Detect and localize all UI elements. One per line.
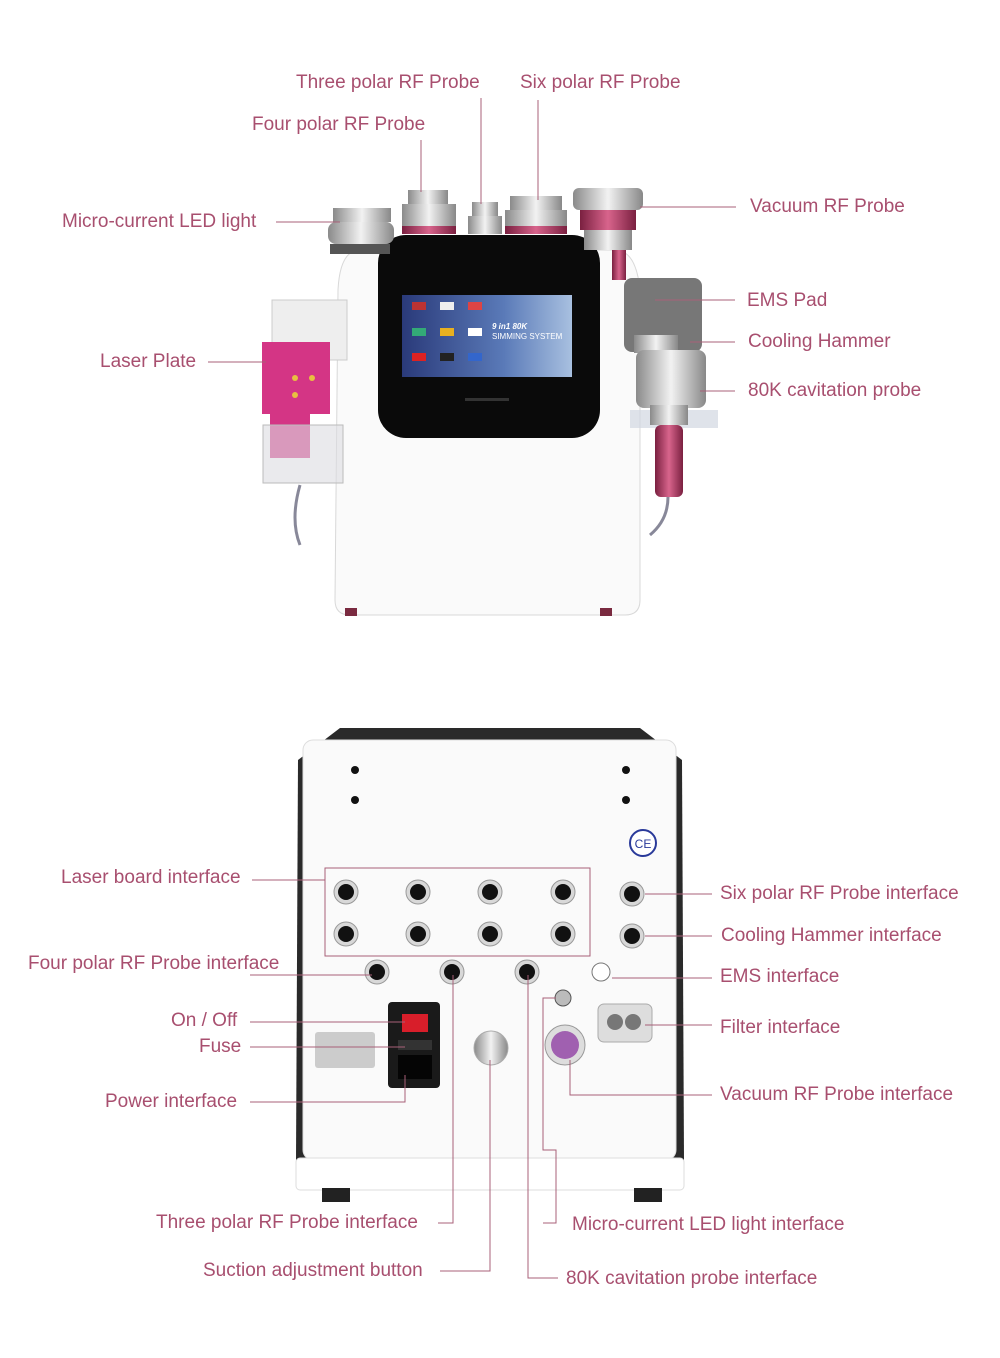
label-ems-interface: EMS interface xyxy=(720,966,840,987)
label-ems-pad: EMS Pad xyxy=(747,290,828,311)
connectors xyxy=(333,879,645,985)
screen-subline: SIMMING SYSTEM xyxy=(492,332,563,341)
front-machine xyxy=(262,188,718,616)
flag-icons xyxy=(412,302,482,361)
connector-socket-core xyxy=(482,884,498,900)
touch-screen[interactable] xyxy=(402,295,572,377)
label-cavitation-probe: 80K cavitation probe xyxy=(748,380,922,401)
ems-pad xyxy=(624,278,702,352)
label-six-polar-rf-probe: Six polar RF Probe xyxy=(520,72,681,93)
four-polar-probe xyxy=(402,190,456,234)
laser-plates xyxy=(262,299,348,546)
ce-mark-icon xyxy=(629,829,657,857)
connector-socket-core xyxy=(555,926,571,942)
vacuum-rf-probe xyxy=(573,188,643,280)
power-switch[interactable] xyxy=(402,1014,428,1032)
label-three-polar-rf-probe: Three polar RF Probe xyxy=(296,72,480,93)
six-polar-probe xyxy=(505,196,567,234)
label-micro-led-interface: Micro-current LED light interface xyxy=(572,1214,845,1235)
label-power-interface: Power interface xyxy=(105,1091,238,1112)
label-micro-current-led-light: Micro-current LED light xyxy=(62,211,257,232)
label-cavitation-interface: 80K cavitation probe interface xyxy=(566,1268,818,1289)
label-suction-adjustment: Suction adjustment button xyxy=(203,1260,423,1281)
connector-socket-core xyxy=(624,928,640,944)
label-laser-plate: Laser Plate xyxy=(100,351,197,372)
connector-socket-core xyxy=(482,926,498,942)
screen-headline: 9 in1 80K xyxy=(492,322,528,331)
power-socket[interactable] xyxy=(398,1055,432,1079)
connector-socket-core xyxy=(519,964,535,980)
label-six-polar-interface: Six polar RF Probe interface xyxy=(720,883,959,904)
label-laser-board-interface: Laser board interface xyxy=(61,867,241,888)
label-four-polar-interface: Four polar RF Probe interface xyxy=(28,953,280,974)
label-fuse: Fuse xyxy=(199,1036,242,1057)
label-vacuum-rf-interface: Vacuum RF Probe interface xyxy=(720,1084,954,1105)
connector-socket-core xyxy=(624,886,640,902)
front-leader-lines xyxy=(208,98,736,392)
vacuum-rf-connector[interactable] xyxy=(551,1031,579,1059)
label-three-polar-interface: Three polar RF Probe interface xyxy=(156,1212,418,1233)
label-four-polar-rf-probe: Four polar RF Probe xyxy=(252,114,426,135)
back-leader-lines xyxy=(250,867,712,1279)
micro-current-led-probe xyxy=(328,208,394,254)
connector-socket-core xyxy=(444,964,460,980)
suction-adjustment-knob[interactable] xyxy=(473,1030,509,1066)
rating-plate xyxy=(315,1032,375,1068)
back-machine: CE xyxy=(295,728,685,1202)
label-cooling-hammer-interface: Cooling Hammer interface xyxy=(721,925,942,946)
label-on-off: On / Off xyxy=(171,1010,238,1031)
connector-socket-core xyxy=(555,884,571,900)
switch-fuse-module xyxy=(388,1002,440,1088)
label-filter-interface: Filter interface xyxy=(720,1017,841,1038)
connector-socket-core xyxy=(410,926,426,942)
connector-socket-core xyxy=(369,964,385,980)
cooling-hammer xyxy=(634,335,678,353)
cavitation-probe xyxy=(630,350,718,537)
three-polar-probe xyxy=(468,202,502,234)
svg-text:CE: CE xyxy=(635,837,652,851)
connector-socket-core xyxy=(410,884,426,900)
connector-socket-core xyxy=(338,884,354,900)
connector-socket-core xyxy=(338,926,354,942)
label-vacuum-rf-probe: Vacuum RF Probe xyxy=(750,196,905,217)
label-cooling-hammer: Cooling Hammer xyxy=(748,331,891,352)
